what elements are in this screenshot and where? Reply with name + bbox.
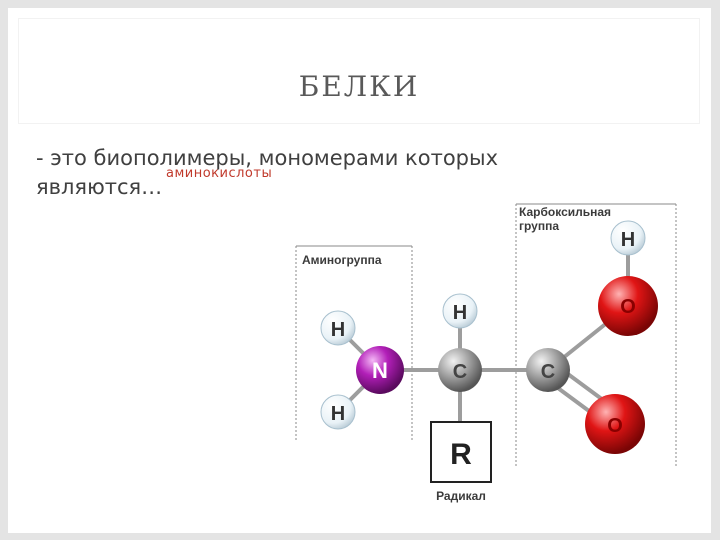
svg-text:H: H — [453, 302, 467, 324]
body-text-line-1: - это биополимеры, мономерами которых — [36, 146, 498, 170]
svg-text:O: O — [620, 296, 636, 318]
body-text-line-2: являются… — [36, 175, 163, 199]
hydrogen-amino-bottom-atom: H — [320, 394, 356, 430]
svg-text:C: C — [541, 361, 555, 383]
radical-box: R — [430, 421, 492, 483]
svg-text:H: H — [331, 403, 345, 425]
svg-text:H: H — [621, 229, 635, 251]
carboxyl-group-box — [515, 203, 677, 466]
amino-group-label: Аминогруппа — [302, 253, 382, 267]
radical-label: Радикал — [436, 489, 486, 503]
svg-text:N: N — [372, 358, 388, 383]
oxygen-top-atom: O — [598, 276, 658, 336]
hydrogen-alpha-atom: H — [442, 293, 478, 329]
svg-text:O: O — [607, 415, 623, 437]
oxygen-bottom-atom: O — [585, 394, 645, 454]
hydrogen-amino-top-atom: H — [320, 310, 356, 346]
svg-text:C: C — [453, 361, 467, 383]
amino-group-box — [295, 245, 413, 440]
svg-text:R: R — [450, 438, 472, 471]
carboxyl-group-label-line-2: группа — [519, 219, 559, 233]
carboxyl-group-label-line-1: Карбоксильная — [519, 205, 611, 219]
nitrogen-atom: N — [356, 346, 404, 394]
slide-title: БЕЛКИ — [298, 70, 420, 103]
hydrogen-hydroxyl-atom: H — [610, 220, 646, 256]
carbon-carboxyl-atom: C — [526, 348, 570, 392]
svg-text:H: H — [331, 319, 345, 341]
carbon-alpha-atom: C — [438, 348, 482, 392]
highlight-text: аминокислоты — [166, 166, 273, 181]
title-band: БЕЛКИ — [18, 18, 700, 124]
